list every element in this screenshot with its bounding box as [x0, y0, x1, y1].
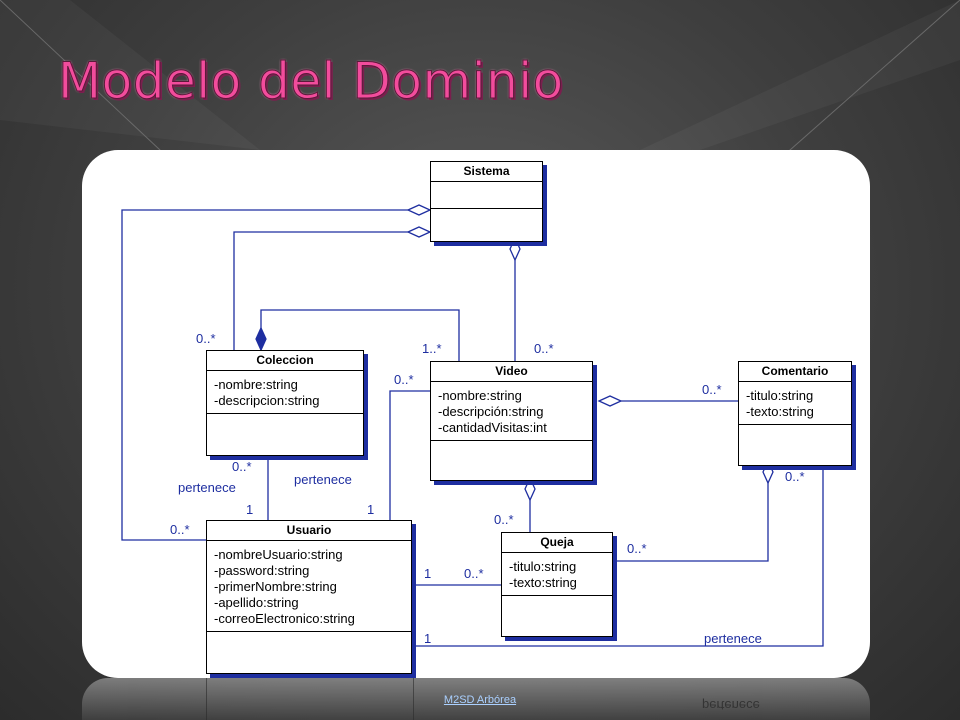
class-sistema[interactable]: Sistema	[430, 161, 543, 242]
class-name: Queja	[502, 533, 612, 553]
footer-link[interactable]: M2SD Arbórea	[443, 694, 517, 706]
link-usuario-comentario	[412, 466, 824, 647]
attribute: -descripcion:string	[214, 393, 320, 408]
attributes-compartment: -nombreUsuario:string -password:string -…	[207, 541, 411, 632]
attribute: -password:string	[214, 563, 310, 578]
multiplicity-label: 1	[246, 502, 254, 517]
role-label: pertenece	[704, 631, 762, 646]
attributes-compartment: -titulo:string -texto:string	[739, 382, 851, 425]
class-name: Usuario	[207, 521, 411, 541]
aggregation-diamond	[406, 226, 432, 238]
multiplicity-label: 0..*	[534, 341, 554, 356]
class-name: Sistema	[431, 162, 542, 182]
multiplicity-label: 0..*	[232, 459, 252, 474]
class-usuario[interactable]: Usuario -nombreUsuario:string -password:…	[206, 520, 412, 674]
aggregation-diamond	[509, 236, 521, 262]
attributes-compartment: -nombre:string -descripcion:string	[207, 371, 363, 414]
attribute: -descripción:string	[438, 404, 544, 419]
aggregation-diamond	[406, 204, 432, 216]
link-comentario-queja	[615, 483, 769, 562]
multiplicity-label: 0..*	[170, 522, 190, 537]
class-queja[interactable]: Queja -titulo:string -texto:string	[501, 532, 613, 637]
attribute: -primerNombre:string	[214, 579, 337, 594]
link-video-usuario	[389, 390, 430, 520]
class-name: Video	[431, 362, 592, 382]
attribute: -apellido:string	[214, 595, 299, 610]
class-comentario[interactable]: Comentario -titulo:string -texto:string	[738, 361, 852, 466]
multiplicity-label: 0..*	[494, 512, 514, 527]
diagram-panel: Sistema Coleccion -nombre:string -descri…	[82, 150, 870, 678]
multiplicity-label: 0..*	[702, 382, 722, 397]
class-name: Comentario	[739, 362, 851, 382]
multiplicity-label: 0..*	[196, 331, 216, 346]
multiplicity-label: 1	[424, 566, 432, 581]
link-sistema-usuario	[121, 209, 408, 541]
multiplicity-label: 1	[367, 502, 375, 517]
attribute: -nombreUsuario:string	[214, 547, 343, 562]
attribute: -texto:string	[509, 575, 577, 590]
role-label: pertenece	[294, 472, 352, 487]
attribute: -titulo:string	[509, 559, 577, 574]
slide-title: Modelo del Dominio	[58, 52, 564, 111]
attribute: -texto:string	[746, 404, 814, 419]
class-name: Coleccion	[207, 351, 363, 371]
attribute: -cantidadVisitas:int	[438, 420, 547, 435]
attributes-compartment: -titulo:string -texto:string	[502, 553, 612, 596]
attributes-compartment	[431, 182, 542, 209]
multiplicity-label: 0..*	[627, 541, 647, 556]
multiplicity-label: 0..*	[464, 566, 484, 581]
attribute: -correoElectronico:string	[214, 611, 355, 626]
reflected-class	[206, 678, 414, 720]
attributes-compartment: -nombre:string -descripción:string -cant…	[431, 382, 592, 441]
link-sistema-coleccion	[233, 231, 408, 350]
role-label: pertenece	[178, 480, 236, 495]
class-coleccion[interactable]: Coleccion -nombre:string -descripcion:st…	[206, 350, 364, 456]
attribute: -titulo:string	[746, 388, 814, 403]
panel-reflection: pertenece	[82, 678, 870, 720]
multiplicity-label: 0..*	[785, 469, 805, 484]
attribute: -nombre:string	[438, 388, 522, 403]
multiplicity-label: 0..*	[394, 372, 414, 387]
multiplicity-label: 1	[424, 631, 432, 646]
multiplicity-label: 1..*	[422, 341, 442, 356]
aggregation-diamond	[524, 476, 536, 502]
class-video[interactable]: Video -nombre:string -descripción:string…	[430, 361, 593, 481]
composition-diamond	[255, 326, 267, 352]
aggregation-diamond	[762, 459, 774, 485]
aggregation-diamond	[597, 395, 623, 407]
attribute: -nombre:string	[214, 377, 298, 392]
association-lines	[121, 204, 824, 647]
